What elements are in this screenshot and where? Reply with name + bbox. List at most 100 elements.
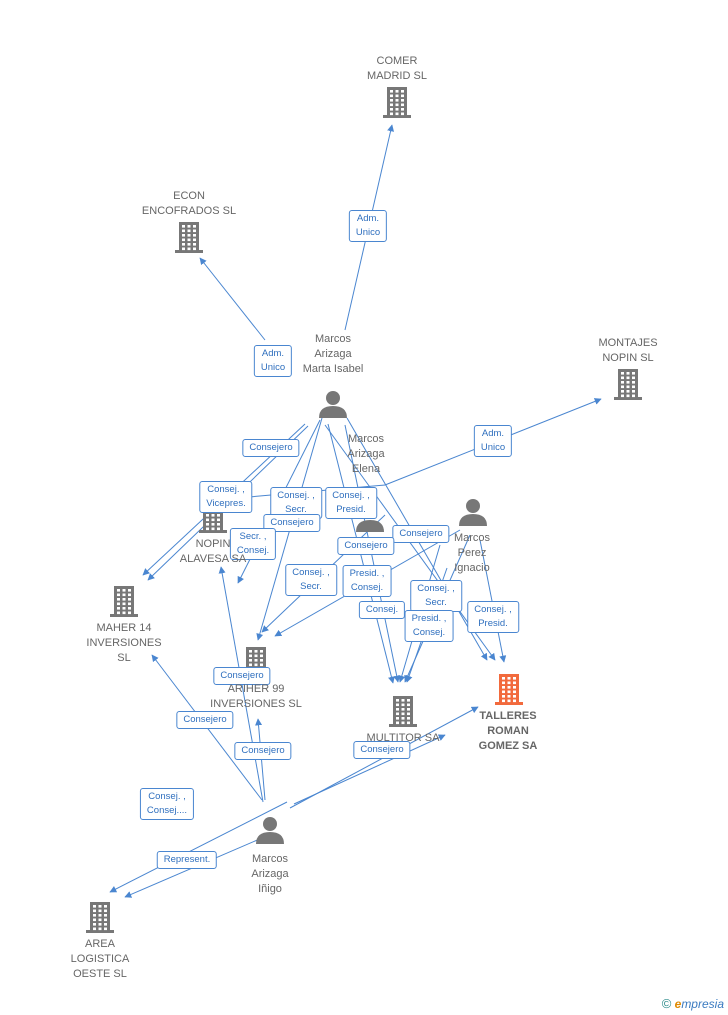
building-icon[interactable] [110,586,138,617]
edge-label-12[interactable]: Presid. , Consej. [342,565,392,597]
edge-label-text: Consej. [236,545,270,556]
edge-label-13[interactable]: Consej. [358,601,406,619]
node-label-multitor[interactable]: MULTITOR SA [367,731,440,746]
edge-label-text: Presid. [478,618,508,629]
node-label-line: MADRID SL [367,70,427,82]
node-label-line: Marcos [347,433,385,445]
edge-label-0[interactable]: Adm.Unico [348,210,388,242]
edge-line-1 [199,257,266,341]
edge-label-text: Consej.... [146,805,188,816]
edge-label-text: Consej. [412,627,446,638]
edge-label-text: Consej. , [332,490,370,501]
edge-label-text: Secr. [300,581,322,592]
node-label-line: OESTE SL [73,968,127,980]
node-label-montajes[interactable]: MONTAJES NOPIN SL [598,336,657,366]
edge-label-text: Consejero [360,744,404,755]
edge-label-20[interactable]: Consejero [234,742,292,760]
edge-label-text: Consejero [270,517,314,528]
edge-label-text: Consejero [183,714,227,725]
edge-label-17[interactable]: Consejero [337,537,395,555]
node-label-line: INVERSIONES [86,637,162,649]
person-icon[interactable] [256,817,284,844]
edge-label-15[interactable]: Presid. ,Consej. [404,610,454,642]
edge-label-text: Consejero [249,442,293,453]
building-icon[interactable] [175,222,203,253]
edge-label-text: Secr. , [239,531,267,542]
edge-label-text: Represent. [163,854,211,865]
building-icon[interactable] [86,902,114,933]
edge-label-3[interactable]: Consejero [242,439,300,457]
node-label-comer[interactable]: COMER MADRID SL [367,54,427,84]
edge-label-text: Presid. , [349,568,385,579]
node-label-line: Arizaga [251,868,289,880]
edge-label-6[interactable]: Consejero [263,514,321,532]
edge-label-21[interactable]: Consejero [353,741,411,759]
building-icon[interactable] [614,369,642,400]
edge-label-text: Consej. [365,604,399,615]
node-label-line: ROMAN [487,725,529,737]
person-icon[interactable] [459,499,487,526]
edge-label-8[interactable]: Secr. , Consej. [229,528,277,560]
edge-label-text: Consej. , [474,604,512,615]
edge-label-text: Consej. , [207,484,245,495]
edge-label-text: Unico [480,442,506,453]
edge-label-16[interactable]: Consej. , Presid. [467,601,519,633]
node-label-nopin[interactable]: NOPIN ALAVESA SA [180,537,246,567]
node-label-line: INVERSIONES SL [210,698,302,710]
edge-label-11[interactable]: Consej. ,Secr. [285,564,337,596]
person-icon[interactable] [319,391,347,418]
node-label-line: Arizaga [314,348,352,360]
edge-label-text: Presid. [336,504,366,515]
edge-label-10[interactable]: Consejero [392,525,450,543]
edge-label-text: Consejero [220,670,264,681]
node-label-line: LOGISTICA [70,953,130,965]
edge-label-1[interactable]: Adm.Unico [253,345,293,377]
edge-label-text: Secr. [285,504,307,515]
edge-label-2[interactable]: Adm. Unico [473,425,513,457]
node-label-line: NOPIN [195,538,231,550]
building-icon[interactable] [389,696,417,727]
node-label-line: Marcos [314,333,352,345]
edge-label-23[interactable]: Represent. [156,851,218,869]
node-label-line: MAHER 14 [96,622,152,634]
edge-label-4[interactable]: Consej. , Vicepres. [199,481,253,513]
edge-label-14[interactable]: Consej. ,Secr. [410,580,462,612]
node-label-line: ENCOFRADOS SL [141,205,237,217]
edge-label-text: Consej. [350,582,384,593]
node-label-line: Elena [351,463,381,475]
edge-line-extra-0 [293,734,446,805]
node-label-line: MONTAJES [598,337,658,349]
edge-label-text: Secr. [425,597,447,608]
copyright-symbol: © [661,996,672,1011]
building-icon[interactable] [383,87,411,118]
footer-brand[interactable]: © empresia [662,996,724,1011]
edge-label-text: Vicepres. [206,498,246,509]
edge-label-text: Consej. , [277,490,315,501]
node-label-line: MULTITOR SA [366,732,440,744]
node-label-line: COMER [376,55,418,67]
node-label-line: NOPIN SL [602,352,654,364]
edge-label-19[interactable]: Consejero [176,711,234,729]
edge-label-7[interactable]: Consej. , Presid. [325,487,377,519]
edge-label-text: Adm. [481,428,505,439]
node-label-line: Marta Isabel [302,363,364,375]
edge-label-22[interactable]: Consej. , Consej.... [139,788,195,820]
edge-label-text: Consejero [399,528,443,539]
node-label-line: Perez [457,547,487,559]
edge-label-text: Consejero [241,745,285,756]
node-label-line: ALAVESA SA [179,553,247,565]
edge-label-18[interactable]: Consejero [213,667,271,685]
node-label-line: TALLERES [479,710,537,722]
brand-logo-e: e [674,997,682,1011]
building-icon[interactable] [495,674,523,705]
edge-label-text: Consej. , [148,791,186,802]
